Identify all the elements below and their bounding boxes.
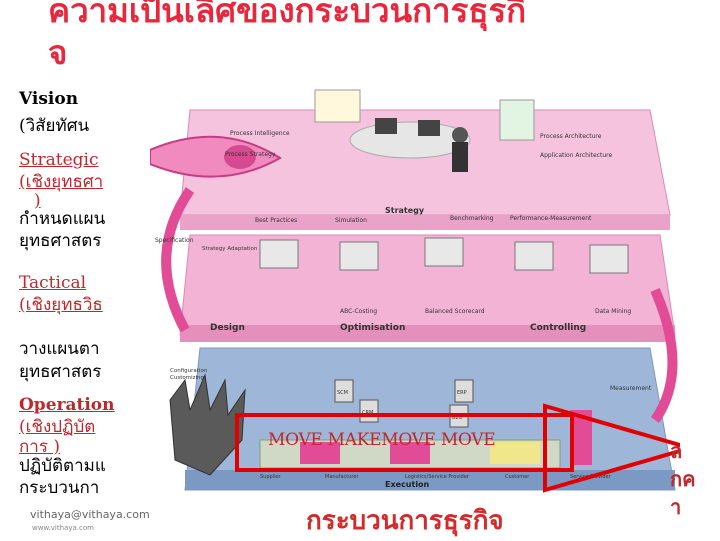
hand-icon (169, 373, 246, 476)
simulation-label: Simulation (335, 217, 367, 224)
data-mining-label: Data Mining (595, 308, 631, 315)
right-label-3: า (670, 495, 682, 519)
b2b-label: B2B (452, 415, 463, 421)
performance-measurement-label: Performance-Measurement (510, 215, 592, 222)
process-intelligence-label: Process Intelligence (230, 130, 290, 137)
operational-label: Operation (19, 395, 115, 415)
move-highlight-box (235, 413, 574, 472)
specification-label: Specification (155, 237, 194, 244)
design-label: Design (210, 323, 245, 333)
right-label-1: ล (670, 439, 683, 463)
right-label-2: กค (670, 467, 696, 491)
tactical-desc-1: วางแผนตา (19, 339, 100, 359)
best-practices-label: Best Practices (255, 217, 297, 224)
benchmarking-label: Benchmarking (450, 215, 494, 222)
logistics-label: Logistics/Service Provider (405, 474, 470, 480)
vision-label: Vision (19, 89, 79, 109)
left-labels: Vision (วิสัยทัศน Strategic (เชิงยุทธศา … (0, 0, 132, 540)
application-architecture-label: Application Architecture (540, 152, 612, 159)
right-cycle-arrow (650, 287, 678, 423)
configuration-label: Configuration (170, 368, 208, 374)
strategic-th-label: (เชิงยุทธศา (19, 172, 104, 192)
measurement-label: Measurement (610, 385, 652, 392)
optimisation-label: Optimisation (340, 323, 405, 333)
page-title: ความเป็นเลิศของกระบวนการธุรกิ (48, 0, 527, 30)
business-process-label: กระบวนการธุรกิจ (306, 506, 504, 536)
strategy-adaptation-label: Strategy Adaptation (202, 246, 258, 252)
balanced-scorecard-label: Balanced Scorecard (425, 308, 485, 315)
tactical-th-label: (เชิงยุทธวิธ (19, 295, 103, 315)
move-text: MOVE MAKEMOVE MOVE (268, 430, 496, 450)
supplier-label: Supplier (260, 474, 282, 480)
strategic-desc-1: กำหนดแผน (19, 209, 106, 229)
operational-th-label-2: การ ) (19, 437, 61, 457)
eye-icon (224, 145, 256, 169)
logo-text: vithaya@vithaya.com (30, 508, 150, 521)
customizing-label: Customizing (170, 375, 204, 381)
tactical-desc-2: ยุทธศาสตร (19, 362, 102, 382)
process-architecture-label: Process Architecture (540, 133, 602, 140)
page-title-cont: จ (48, 33, 68, 72)
controlling-label: Controlling (530, 323, 586, 333)
logo-subtext: www.vithaya.com (32, 524, 94, 532)
scm-label: SCM (337, 390, 348, 396)
erp-label: ERP (457, 390, 467, 396)
bpm-layers-illustration: Strategy Design Optimisation Controlling… (150, 89, 680, 493)
strategic-desc-2: ยุทธศาสตร (19, 231, 102, 251)
operational-desc-2: กระบวนกา (19, 478, 100, 498)
strategic-label: Strategic (19, 150, 99, 170)
execution-label: Execution (385, 480, 430, 489)
left-cycle-arrow (161, 187, 195, 333)
right-arrow-icon (543, 403, 680, 493)
strategic-th-label-2: ) (34, 191, 41, 211)
abc-costing-label: ABC-Costing (340, 308, 377, 315)
tactical-label: Tactical (19, 273, 87, 293)
manufacturer-label: Manufacturer (325, 474, 359, 480)
process-strategy-label: Process Strategy (225, 151, 276, 158)
strategy-label: Strategy (385, 206, 425, 215)
vision-th-label: (วิสัยทัศน (19, 116, 90, 136)
operational-th-label: (เชิงปฏิบัต (19, 417, 96, 437)
operational-desc-1: ปฏิบัติตามแ (19, 456, 106, 476)
customer-label: Customer (505, 474, 530, 480)
